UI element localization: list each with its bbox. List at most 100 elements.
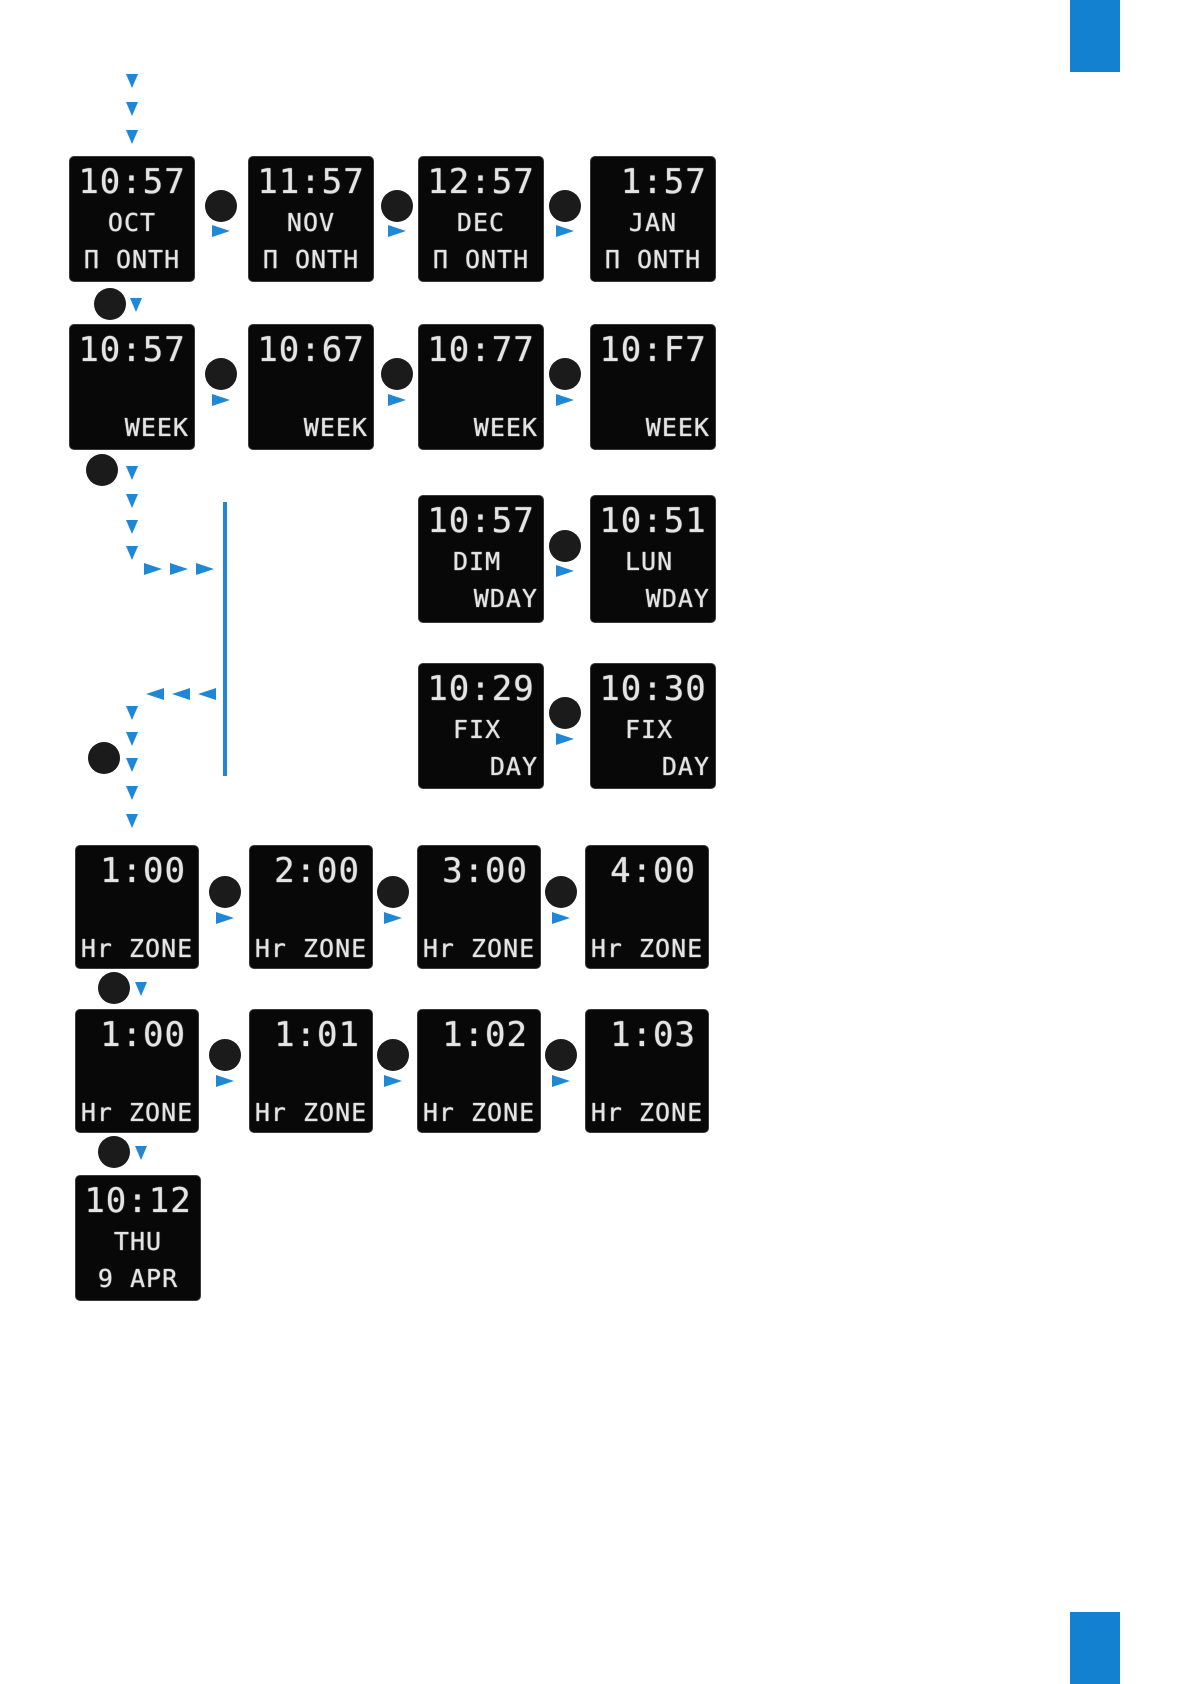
arrow-down-icon <box>126 546 138 560</box>
display-time: 10:57 <box>419 500 543 542</box>
arrow-down-icon <box>135 982 147 996</box>
display-time: 1:00 <box>76 850 198 892</box>
button-icon <box>549 190 581 222</box>
corner-tab-top <box>1070 0 1120 72</box>
arrow-right-icon <box>556 225 574 237</box>
display-month-name: DEC <box>419 209 543 237</box>
display-time: 10:51 <box>591 500 715 542</box>
arrow-right-icon <box>216 1075 234 1087</box>
display-month-name: NOV <box>249 209 373 237</box>
display-month-jan: 1:57 JAN Π ONTH <box>590 156 716 282</box>
branch-line <box>223 502 227 776</box>
display-week-3: 10:77 WEEK <box>418 324 544 450</box>
display-mode: Hr ZONE <box>586 934 708 964</box>
display-time: 10:77 <box>419 329 543 371</box>
display-zone-hour-1: 1:00 Hr ZONE <box>75 845 199 969</box>
display-time: 10:67 <box>249 329 373 371</box>
display-time: 10:30 <box>591 668 715 710</box>
display-fix-1: 10:29 FIX DAY <box>418 663 544 789</box>
arrow-right-icon <box>170 563 188 575</box>
display-wday-lun: 10:51 LUN WDAY <box>590 495 716 623</box>
display-time: 11:57 <box>249 161 373 203</box>
button-icon <box>98 1136 130 1168</box>
display-zone-min-3: 1:02 Hr ZONE <box>417 1009 541 1133</box>
arrow-down-icon <box>126 520 138 534</box>
display-month-dec: 12:57 DEC Π ONTH <box>418 156 544 282</box>
display-fix-2: 10:30 FIX DAY <box>590 663 716 789</box>
arrow-down-icon <box>126 758 138 772</box>
display-mode: WEEK <box>419 413 543 443</box>
button-icon <box>209 1039 241 1071</box>
arrow-right-icon <box>552 912 570 924</box>
display-month-name: OCT <box>70 209 194 237</box>
button-icon <box>86 454 118 486</box>
display-time: 3:00 <box>418 850 540 892</box>
display-time: 1:00 <box>76 1014 198 1056</box>
display-time: 4:00 <box>586 850 708 892</box>
arrow-right-icon <box>216 912 234 924</box>
arrow-right-icon <box>384 912 402 924</box>
arrow-right-icon <box>212 225 230 237</box>
arrow-right-icon <box>212 394 230 406</box>
display-month-oct: 10:57 OCT Π ONTH <box>69 156 195 282</box>
arrow-left-icon <box>198 688 216 700</box>
display-mode: Π ONTH <box>419 245 543 275</box>
arrow-down-icon <box>130 298 142 312</box>
arrow-right-icon <box>388 394 406 406</box>
arrow-down-icon <box>126 102 138 116</box>
display-mode: WEEK <box>249 413 373 443</box>
display-week-2: 10:67 WEEK <box>248 324 374 450</box>
display-day-name: LUN <box>591 548 715 576</box>
button-icon <box>205 358 237 390</box>
button-icon <box>209 876 241 908</box>
display-time: 10:57 <box>70 329 194 371</box>
display-zone-hour-4: 4:00 Hr ZONE <box>585 845 709 969</box>
display-mode: Hr ZONE <box>586 1098 708 1128</box>
arrow-right-icon <box>388 225 406 237</box>
display-mode: DAY <box>419 752 543 782</box>
display-time: 1:57 <box>591 161 715 203</box>
arrow-down-icon <box>126 814 138 828</box>
display-wday-dim: 10:57 DIM WDAY <box>418 495 544 623</box>
button-icon <box>98 972 130 1004</box>
display-time: 1:01 <box>250 1014 372 1056</box>
button-icon <box>205 190 237 222</box>
display-mode: Hr ZONE <box>418 934 540 964</box>
display-fix-label: FIX <box>419 716 543 744</box>
display-zone-hour-2: 2:00 Hr ZONE <box>249 845 373 969</box>
button-icon <box>88 742 120 774</box>
button-icon <box>377 1039 409 1071</box>
display-time: 10:12 <box>76 1180 200 1222</box>
display-time: 1:02 <box>418 1014 540 1056</box>
display-zone-min-2: 1:01 Hr ZONE <box>249 1009 373 1133</box>
display-time: 2:00 <box>250 850 372 892</box>
arrow-down-icon <box>135 1146 147 1160</box>
arrow-down-icon <box>126 494 138 508</box>
display-time: 10:29 <box>419 668 543 710</box>
display-mode: Π ONTH <box>249 245 373 275</box>
display-month-name: JAN <box>591 209 715 237</box>
display-time: 12:57 <box>419 161 543 203</box>
button-icon <box>377 876 409 908</box>
display-time: 10:F7 <box>591 329 715 371</box>
button-icon <box>549 358 581 390</box>
arrow-right-icon <box>552 1075 570 1087</box>
button-icon <box>549 697 581 729</box>
arrow-right-icon <box>556 733 574 745</box>
arrow-right-icon <box>196 563 214 575</box>
display-mode: Π ONTH <box>591 245 715 275</box>
display-mode: WEEK <box>70 413 194 443</box>
button-icon <box>545 1039 577 1071</box>
display-zone-min-4: 1:03 Hr ZONE <box>585 1009 709 1133</box>
button-icon <box>545 876 577 908</box>
display-time: 10:57 <box>70 161 194 203</box>
display-mode: Hr ZONE <box>76 934 198 964</box>
arrow-right-icon <box>556 394 574 406</box>
button-icon <box>381 190 413 222</box>
arrow-left-icon <box>172 688 190 700</box>
arrow-down-icon <box>126 74 138 88</box>
corner-tab-bottom <box>1070 1612 1120 1684</box>
display-week-1: 10:57 WEEK <box>69 324 195 450</box>
arrow-left-icon <box>146 688 164 700</box>
display-time: 1:03 <box>586 1014 708 1056</box>
